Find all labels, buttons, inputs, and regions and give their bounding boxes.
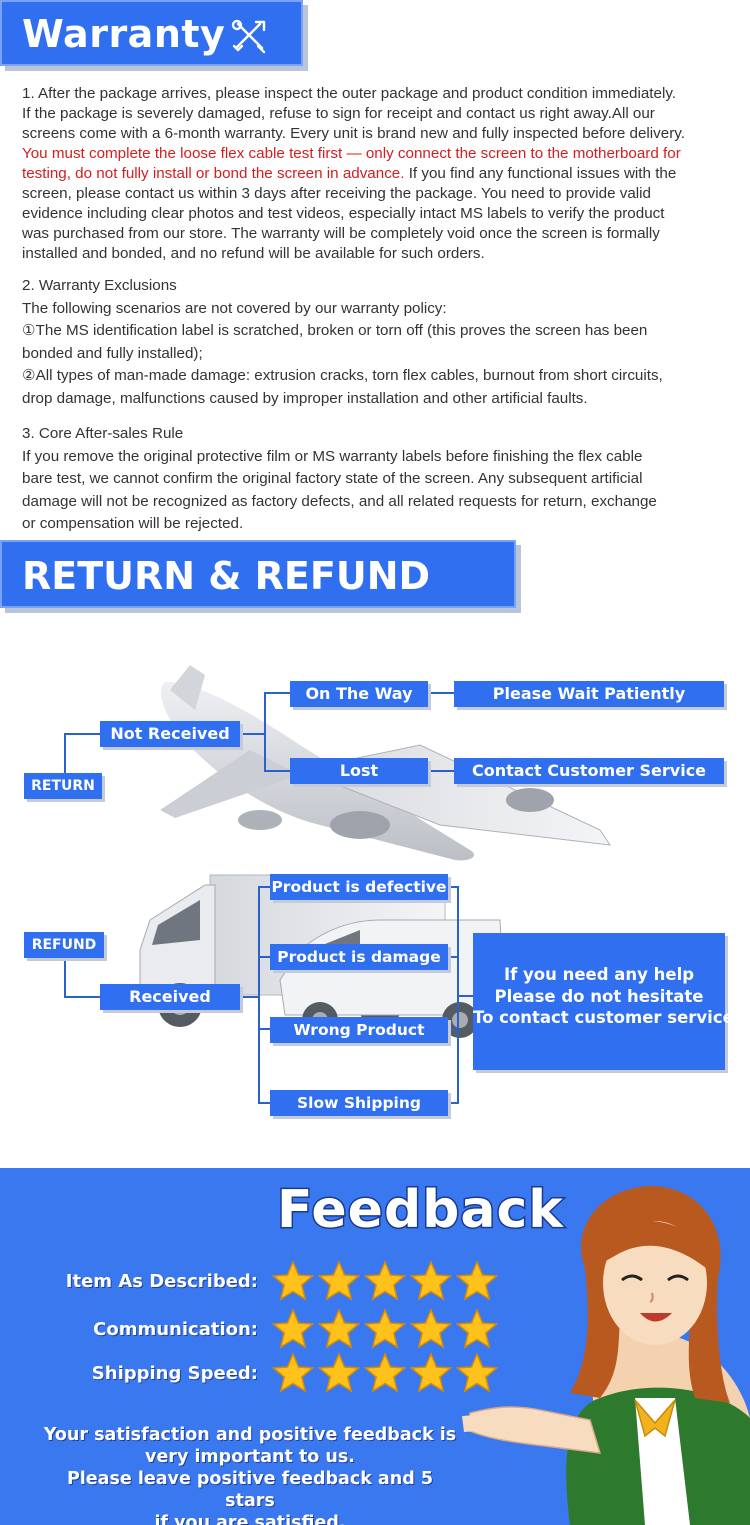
received-box: Received	[100, 984, 240, 1010]
wrong-product-box: Wrong Product	[270, 1017, 448, 1043]
warranty-line: or compensation will be rejected.	[22, 515, 244, 532]
warranty-line: You must complete the loose flex cable t…	[22, 145, 681, 162]
tools-icon	[231, 19, 266, 54]
defective-text: Product is defective	[271, 878, 447, 896]
stars-item-as-described	[272, 1260, 498, 1302]
help-line-3: To contact customer service	[473, 1008, 734, 1027]
stars-shipping-speed	[272, 1352, 498, 1394]
warranty-line: damage will not be recognized as factory…	[22, 492, 657, 510]
warranty-line: screen, please contact us within 3 days …	[22, 185, 651, 202]
rating-label-communication: Communication:	[93, 1319, 258, 1340]
star-icon	[410, 1352, 452, 1393]
contact-cs-text: Contact Customer Service	[471, 761, 707, 780]
feedback-message-line-2: very important to us.	[145, 1447, 355, 1467]
warranty-line: If the package is severely damaged, refu…	[22, 105, 655, 122]
received-text: Received	[129, 987, 211, 1006]
feedback-title: Feedback	[276, 1179, 565, 1242]
lost-box: Lost	[290, 758, 428, 784]
star-icon	[364, 1260, 406, 1301]
on-the-way-box: On The Way	[290, 681, 428, 707]
feedback-message-line-4: if you are satisfied.	[154, 1513, 346, 1525]
warranty-line: bare test, we cannot confirm the origina…	[22, 470, 643, 487]
rating-label-shipping: Shipping Speed:	[91, 1363, 258, 1384]
rating-label-item: Item As Described:	[65, 1271, 258, 1292]
warranty-line: evidence including clear photos and test…	[22, 205, 665, 222]
warranty-line: drop damage, malfunctions caused by impr…	[22, 389, 588, 407]
star-icon	[318, 1308, 360, 1349]
not-received-text: Not Received	[110, 724, 230, 743]
warranty-banner: Warranty	[0, 0, 303, 66]
damage-text: Product is damage	[277, 948, 441, 966]
warranty-line: was purchased from our store. The warran…	[22, 225, 660, 242]
contact-cs-box: Contact Customer Service	[454, 758, 724, 784]
star-icon	[272, 1352, 314, 1393]
return-refund-banner: RETURN & REFUND	[0, 540, 516, 608]
warranty-red-text: testing, do not fully install or bond th…	[22, 165, 405, 182]
warranty-line: testing, do not fully install or bond th…	[22, 164, 736, 184]
star-icon	[410, 1308, 452, 1349]
not-received-box: Not Received	[100, 721, 240, 747]
star-icon	[456, 1260, 498, 1301]
warranty-line: The following scenarios are not covered …	[22, 299, 447, 317]
warranty-line: installed and bonded, and no refund will…	[22, 245, 485, 262]
star-icon	[456, 1308, 498, 1349]
star-icon	[272, 1260, 314, 1301]
star-icon	[364, 1308, 406, 1349]
warranty-line: 3. Core After-sales Rule	[22, 425, 184, 442]
refund-label-text: REFUND	[31, 937, 97, 953]
warranty-line: screens come with a 6-month warranty. Ev…	[22, 125, 685, 142]
return-refund-title: RETURN & REFUND	[22, 554, 431, 598]
warranty-paragraph-1: 1. After the package arrives, please ins…	[22, 84, 736, 264]
feedback-section: Feedback Item As Described: Communicatio…	[0, 1168, 750, 1525]
return-label: RETURN	[24, 773, 102, 799]
cartoon-girl-illustration	[462, 1186, 750, 1525]
star-icon	[364, 1352, 406, 1393]
warranty-line: 2. Warranty Exclusions	[22, 277, 177, 294]
lost-text: Lost	[339, 761, 379, 780]
star-icon	[272, 1308, 314, 1349]
star-icon	[456, 1352, 498, 1393]
after-sales-rule: 3. Core After-sales Rule If you remove th…	[22, 423, 736, 536]
help-line-1: If you need any help	[503, 965, 695, 984]
warranty-line: ②All types of man-made damage: extrusion…	[22, 367, 663, 384]
return-refund-flowchart: RETURN Not Received On The Way Please Wa…	[0, 650, 750, 1130]
please-wait-box: Please Wait Patiently	[454, 681, 724, 707]
slow-shipping-box: Slow Shipping	[270, 1090, 448, 1116]
help-box: If you need any help Please do not hesit…	[473, 933, 734, 1070]
help-line-2: Please do not hesitate	[494, 986, 704, 1006]
warranty-line: ①The MS identification label is scratche…	[22, 322, 648, 339]
slow-shipping-text: Slow Shipping	[297, 1094, 421, 1112]
star-icon	[318, 1352, 360, 1393]
warranty-line: 1. After the package arrives, please ins…	[22, 85, 677, 102]
return-label-text: RETURN	[31, 778, 95, 794]
feedback-message-line-1: Your satisfaction and positive feedback …	[43, 1425, 457, 1445]
feedback-message-line-3: Please leave positive feedback and 5 sta…	[66, 1469, 433, 1511]
please-wait-text: Please Wait Patiently	[492, 684, 686, 703]
wrong-product-text: Wrong Product	[293, 1021, 425, 1039]
warranty-line: If you remove the original protective fi…	[22, 447, 643, 465]
on-the-way-text: On The Way	[305, 684, 413, 703]
star-icon	[410, 1260, 452, 1301]
star-icon	[318, 1260, 360, 1301]
warranty-line: bonded and fully installed);	[22, 344, 203, 362]
stars-communication	[272, 1308, 498, 1350]
feedback-message: Your satisfaction and positive feedback …	[40, 1424, 460, 1525]
defective-box: Product is defective	[270, 874, 448, 900]
damage-box: Product is damage	[270, 944, 448, 970]
refund-label: REFUND	[24, 932, 104, 958]
warranty-title: Warranty	[22, 12, 226, 56]
warranty-text: If you find any functional issues with t…	[404, 165, 677, 182]
